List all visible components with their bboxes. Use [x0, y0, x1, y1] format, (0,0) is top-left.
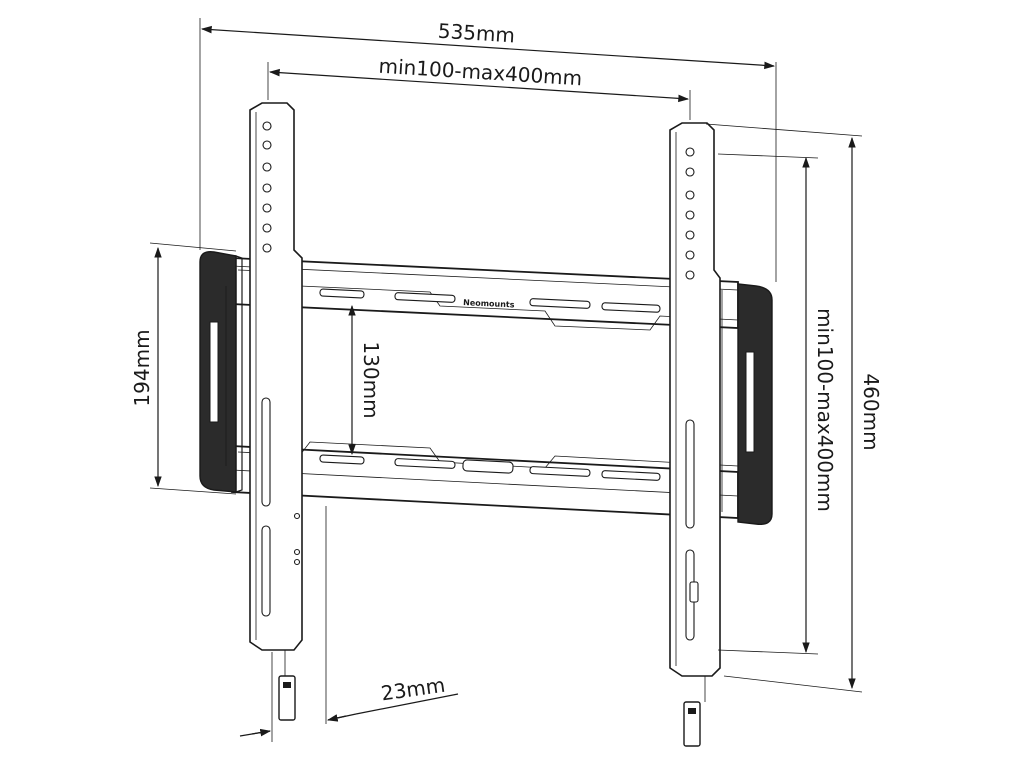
label-rail-spacing: 130mm [359, 341, 383, 418]
label-depth: 23mm [379, 673, 446, 706]
right-vertical-arm [669, 122, 721, 747]
lower-rail [231, 441, 739, 519]
brand-logo: Neomounts [463, 298, 515, 309]
label-height-left: 194mm [130, 329, 154, 406]
dimension-rail-spacing: 130mm [348, 304, 383, 456]
lower-rail-slots [319, 454, 661, 481]
upper-rail-slots [319, 288, 661, 313]
label-hole-pattern-height: min100-max400mm [813, 308, 837, 512]
left-vertical-arm [249, 102, 303, 721]
dimension-hole-pattern-height: min100-max400mm [717, 153, 837, 655]
upper-rail: Neomounts [231, 257, 739, 331]
dimension-hole-pattern-width: min100-max400mm [267, 54, 691, 120]
label-overall-height: 460mm [859, 373, 883, 450]
dimension-overall-height: 460mm [705, 123, 883, 693]
label-overall-width: 535mm [437, 19, 515, 48]
dimension-height-left: 194mm [130, 242, 237, 495]
left-wall-pad [199, 251, 243, 493]
label-hole-pattern-width: min100-max400mm [378, 54, 583, 91]
right-wall-pad [721, 283, 773, 525]
left-arm-holes [261, 121, 272, 617]
dimension-overall-width: 535mm [199, 18, 777, 282]
